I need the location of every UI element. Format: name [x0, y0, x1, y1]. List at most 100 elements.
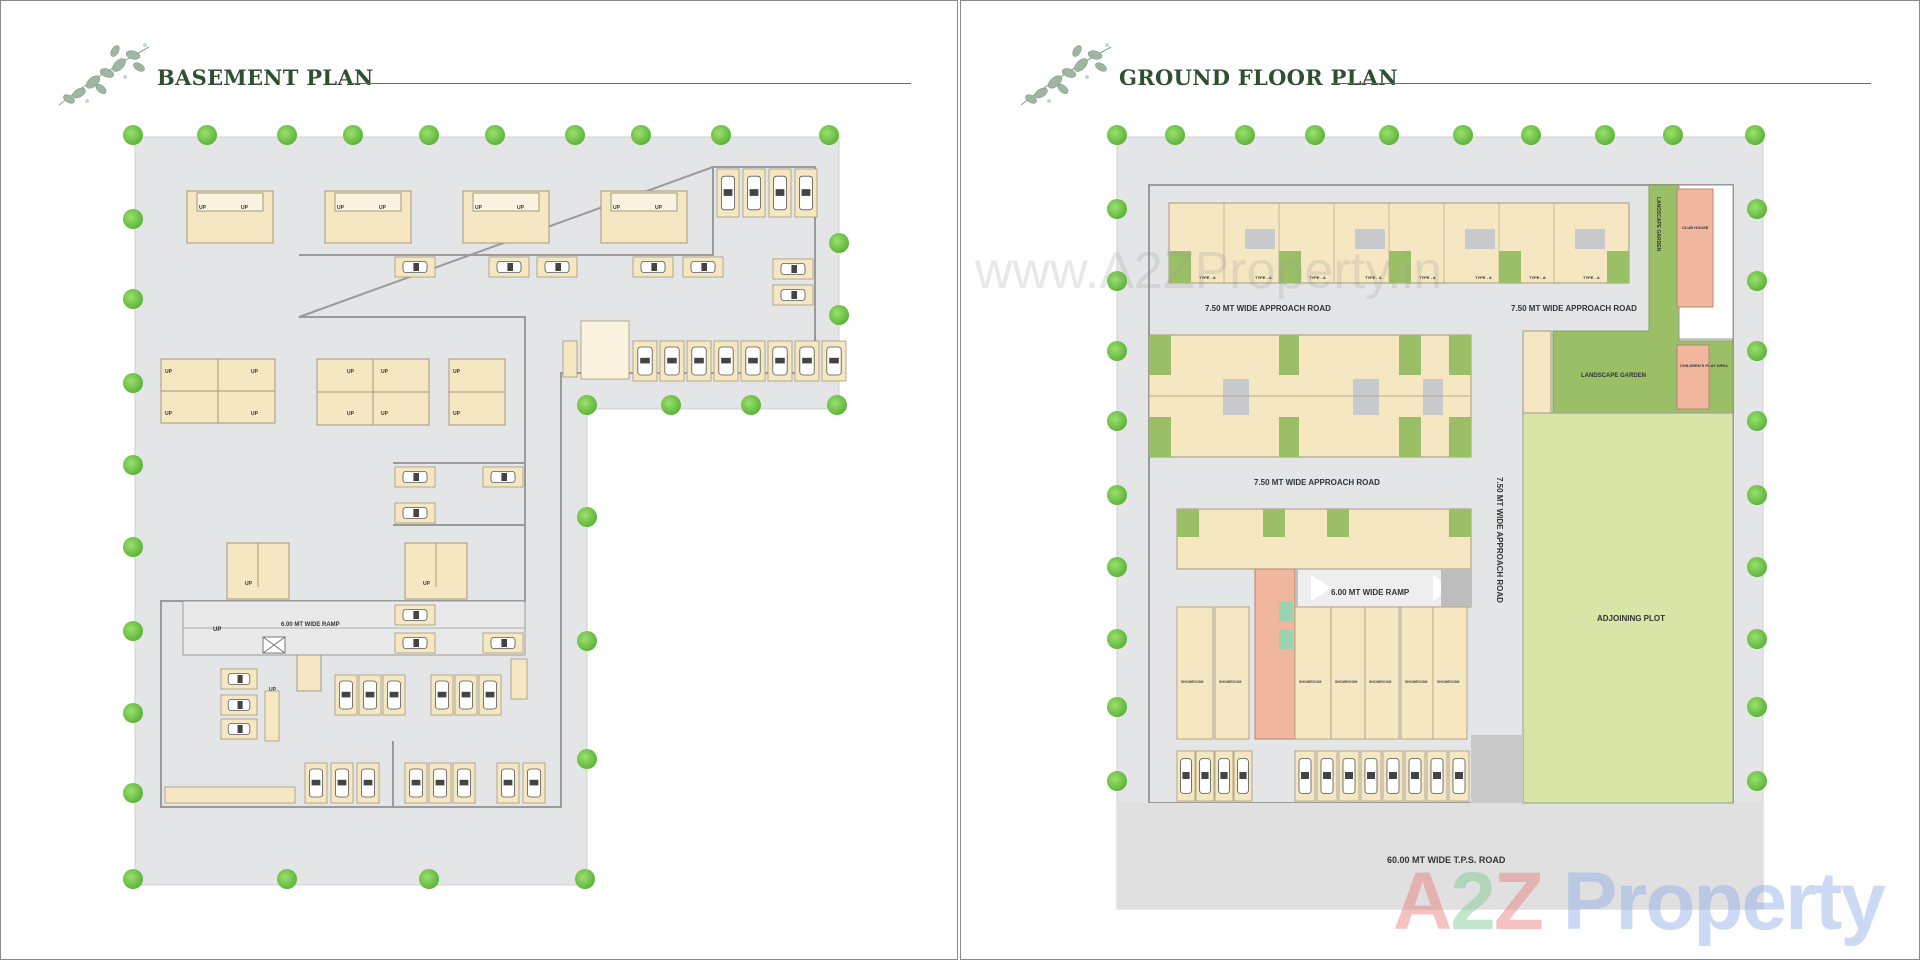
- tree-icon: [1379, 125, 1399, 145]
- basement-plan-page: BASEMENT PLAN 6.00 MT WIDE RAMP UP: [0, 0, 958, 960]
- parking-bay: [478, 674, 502, 716]
- parking-bay: [334, 674, 358, 716]
- svg-text:UP: UP: [517, 205, 525, 211]
- svg-text:UP: UP: [613, 205, 621, 211]
- landscape-garden-vertical-label: LANDSCAPE GARDEN: [1655, 197, 1661, 252]
- parking-bay: [794, 168, 818, 218]
- svg-text:UP: UP: [347, 369, 355, 375]
- parking-bay: [394, 502, 436, 524]
- svg-text:UP: UP: [655, 205, 663, 211]
- tree-icon: [1107, 125, 1127, 145]
- lower-residential-block: [1176, 508, 1472, 570]
- entrance-gate-area: [1471, 735, 1523, 803]
- parking-bay: [713, 340, 739, 382]
- tree-icon: [1521, 125, 1541, 145]
- tree-icon: [1235, 125, 1255, 145]
- eucalyptus-leaf-ornament-icon: [1020, 43, 1112, 106]
- tree-icon: [577, 395, 597, 415]
- parking-bay: [220, 668, 258, 690]
- parking-bay: [220, 718, 258, 740]
- parking-bay: [304, 762, 328, 804]
- basement-header: BASEMENT PLAN: [49, 27, 911, 117]
- svg-text:UP: UP: [199, 205, 207, 211]
- stair-core: [1254, 568, 1296, 740]
- tree-icon: [1747, 485, 1767, 505]
- parking-bay: [522, 762, 546, 804]
- parking-bay: [772, 258, 814, 280]
- svg-text:UP: UP: [381, 369, 389, 375]
- ground-floor-plan-page: GROUND FLOOR PLAN 60.00 MT WIDE T.P.S. R…: [960, 0, 1920, 960]
- parking-bay: [821, 340, 847, 382]
- security-cabin: [1522, 330, 1552, 414]
- tree-icon: [1107, 199, 1127, 219]
- parking-bay: [1448, 750, 1470, 802]
- tree-icon: [197, 125, 217, 145]
- svg-text:UP: UP: [269, 687, 277, 693]
- tree-icon: [577, 507, 597, 527]
- svg-text:TYPE - A: TYPE - A: [1475, 275, 1492, 280]
- basement-parking-bays: [220, 168, 847, 804]
- landscape-garden-label: LANDSCAPE GARDEN: [1581, 373, 1646, 379]
- tree-icon: [565, 125, 585, 145]
- eucalyptus-leaf-ornament-icon: [58, 43, 150, 106]
- lift-2: [1279, 629, 1293, 649]
- header-rule: [1331, 83, 1871, 84]
- parking-bay: [482, 632, 524, 654]
- parking-bay: [767, 340, 793, 382]
- parking-bay: [659, 340, 685, 382]
- showroom-label: SHOWROOM: [1437, 680, 1459, 684]
- parking-bay: [1195, 750, 1215, 802]
- tree-icon: [485, 125, 505, 145]
- tree-icon: [1107, 629, 1127, 649]
- showroom-unit: SHOWROOM: [1364, 606, 1400, 740]
- tree-icon: [123, 783, 143, 803]
- tree-icon: [1747, 271, 1767, 291]
- parking-bay: [428, 762, 452, 804]
- svg-text:UP: UP: [381, 411, 389, 417]
- parking-bay: [356, 762, 380, 804]
- tree-icon: [1107, 485, 1127, 505]
- svg-text:UP: UP: [251, 369, 259, 375]
- showroom-unit: SHOWROOM: [1214, 606, 1250, 740]
- parking-bay: [742, 168, 766, 218]
- approach-road-label-3: 7.50 MT WIDE APPROACH ROAD: [1254, 478, 1380, 487]
- parking-bay: [1294, 750, 1316, 802]
- club-house: [1676, 188, 1714, 308]
- tree-icon: [1745, 125, 1765, 145]
- service-room: [296, 654, 322, 692]
- tree-icon: [631, 125, 651, 145]
- middle-residential-block: [1148, 334, 1472, 458]
- svg-text:UP: UP: [165, 369, 173, 375]
- tree-icon: [577, 631, 597, 651]
- tree-icon: [829, 305, 849, 325]
- parking-bay: [488, 256, 530, 278]
- tree-icon: [661, 395, 681, 415]
- svg-text:TYPE - A: TYPE - A: [1255, 275, 1272, 280]
- driveway-walls: [160, 166, 816, 808]
- ground-parking-bays: [1176, 750, 1470, 802]
- parking-bay: [358, 674, 382, 716]
- basement-core-blocks: [160, 190, 688, 600]
- parking-bay: [716, 168, 740, 218]
- showroom-label: SHOWROOM: [1299, 680, 1321, 684]
- top-residential-block: [1168, 202, 1630, 284]
- tree-icon: [1747, 629, 1767, 649]
- parking-bay: [768, 168, 792, 218]
- childrens-play-area: [1676, 344, 1710, 410]
- svg-text:TYPE - A: TYPE - A: [1199, 275, 1216, 280]
- tree-icon: [1165, 125, 1185, 145]
- parking-bay: [1360, 750, 1382, 802]
- tps-road-label: 60.00 MT WIDE T.P.S. ROAD: [1387, 855, 1506, 865]
- parking-bay: [394, 466, 436, 488]
- tree-icon: [1107, 697, 1127, 717]
- ramp-shade: [1441, 569, 1471, 607]
- parking-bay: [382, 674, 406, 716]
- tree-icon: [1663, 125, 1683, 145]
- tree-icon: [1107, 271, 1127, 291]
- svg-text:UP: UP: [245, 581, 253, 587]
- showroom-label: SHOWROOM: [1369, 680, 1391, 684]
- ground-ramp-label: 6.00 MT WIDE RAMP: [1331, 588, 1410, 597]
